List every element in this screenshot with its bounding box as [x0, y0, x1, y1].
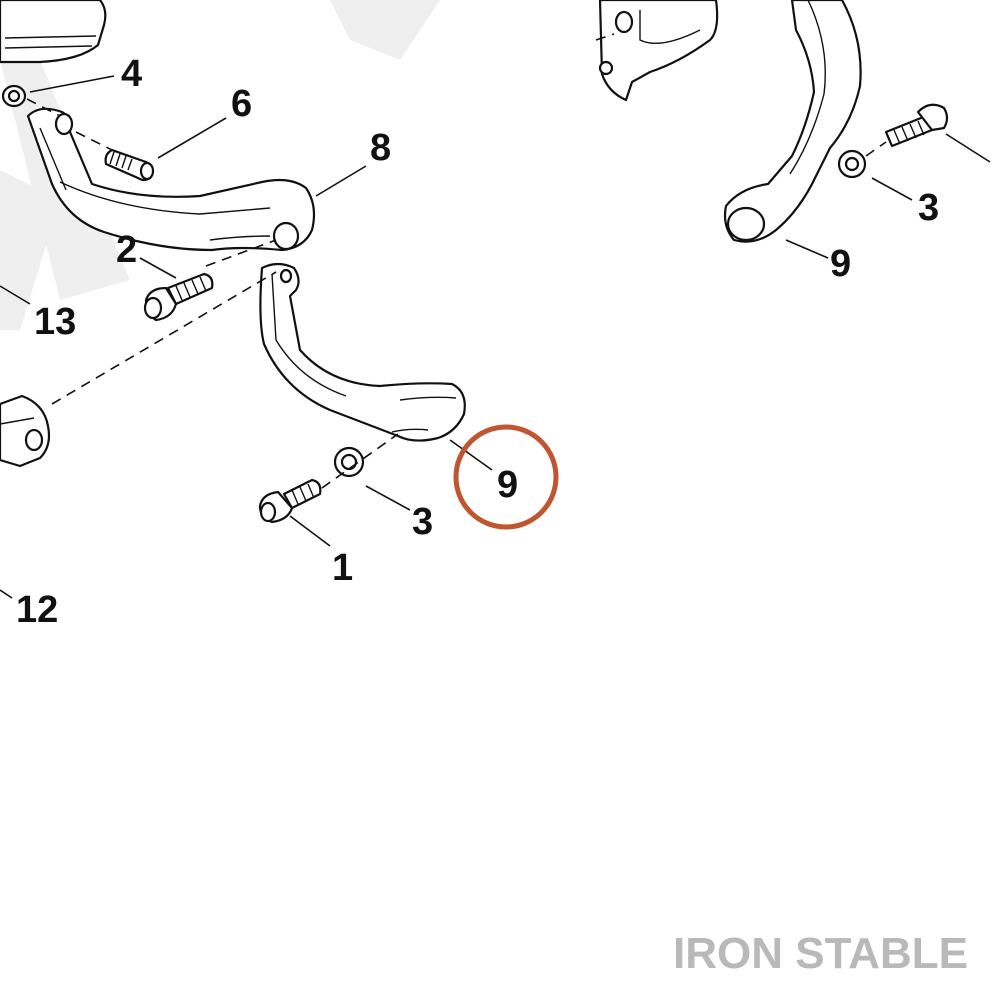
bolt-part-2: [143, 272, 214, 322]
bolt-right: [884, 103, 949, 148]
bolt-part-1: [258, 478, 322, 524]
callout-3-center: 3: [412, 501, 433, 543]
callout-9-highlighted: 9: [497, 464, 518, 506]
callout-2: 2: [116, 229, 137, 271]
lever-part-8: [26, 107, 316, 252]
callout-1: 1: [332, 547, 353, 589]
pedal-part-9-center: [259, 262, 466, 442]
callout-3-right: 3: [918, 187, 939, 229]
washer-part-3-right: [837, 149, 867, 179]
callout-13: 13: [34, 301, 76, 343]
highlight-circle: [453, 424, 559, 530]
screw-part-6: [104, 148, 155, 182]
callout-labels: 4 6 8 2 13 9 3 1 12 3 9: [16, 53, 939, 631]
top-center-bracket: [598, 0, 719, 102]
nut-part-4: [1, 84, 27, 108]
assembly-lines: [26, 33, 887, 489]
callout-6: 6: [231, 83, 252, 125]
callout-12: 12: [16, 589, 58, 631]
top-left-housing: [0, 0, 107, 64]
washer-part-3-center: [333, 446, 365, 478]
callout-4: 4: [121, 53, 142, 95]
leader-lines: [0, 75, 991, 599]
watermark-text: IRON STABLE: [673, 929, 968, 978]
callout-8: 8: [370, 127, 391, 169]
left-bracket: [0, 394, 51, 468]
pedal-part-9-right: [723, 0, 862, 243]
callout-9-right: 9: [830, 243, 851, 285]
